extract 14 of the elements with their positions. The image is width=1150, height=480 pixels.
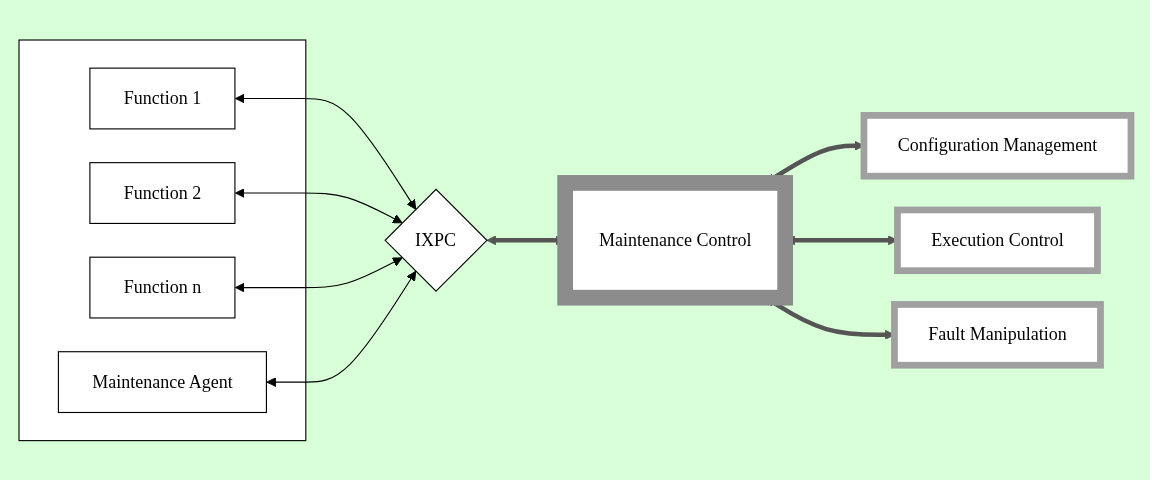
arrow: [234, 93, 417, 210]
node-box: Execution Control: [894, 206, 1101, 274]
arrow: [234, 257, 403, 293]
node-box: Maintenance Agent: [57, 350, 267, 413]
node-box: Maintenance Control: [557, 174, 794, 306]
node-diamond: IXPC: [384, 188, 488, 292]
node-box: Function 1: [89, 67, 236, 130]
node-box: Configuration Management: [860, 111, 1135, 180]
node-box: Function n: [89, 256, 236, 319]
node-box: Function 2: [89, 161, 236, 224]
arrow: [234, 187, 403, 223]
cluster: [18, 39, 307, 441]
arrow: [266, 270, 417, 387]
node-box: Fault Manipulation: [891, 300, 1104, 369]
